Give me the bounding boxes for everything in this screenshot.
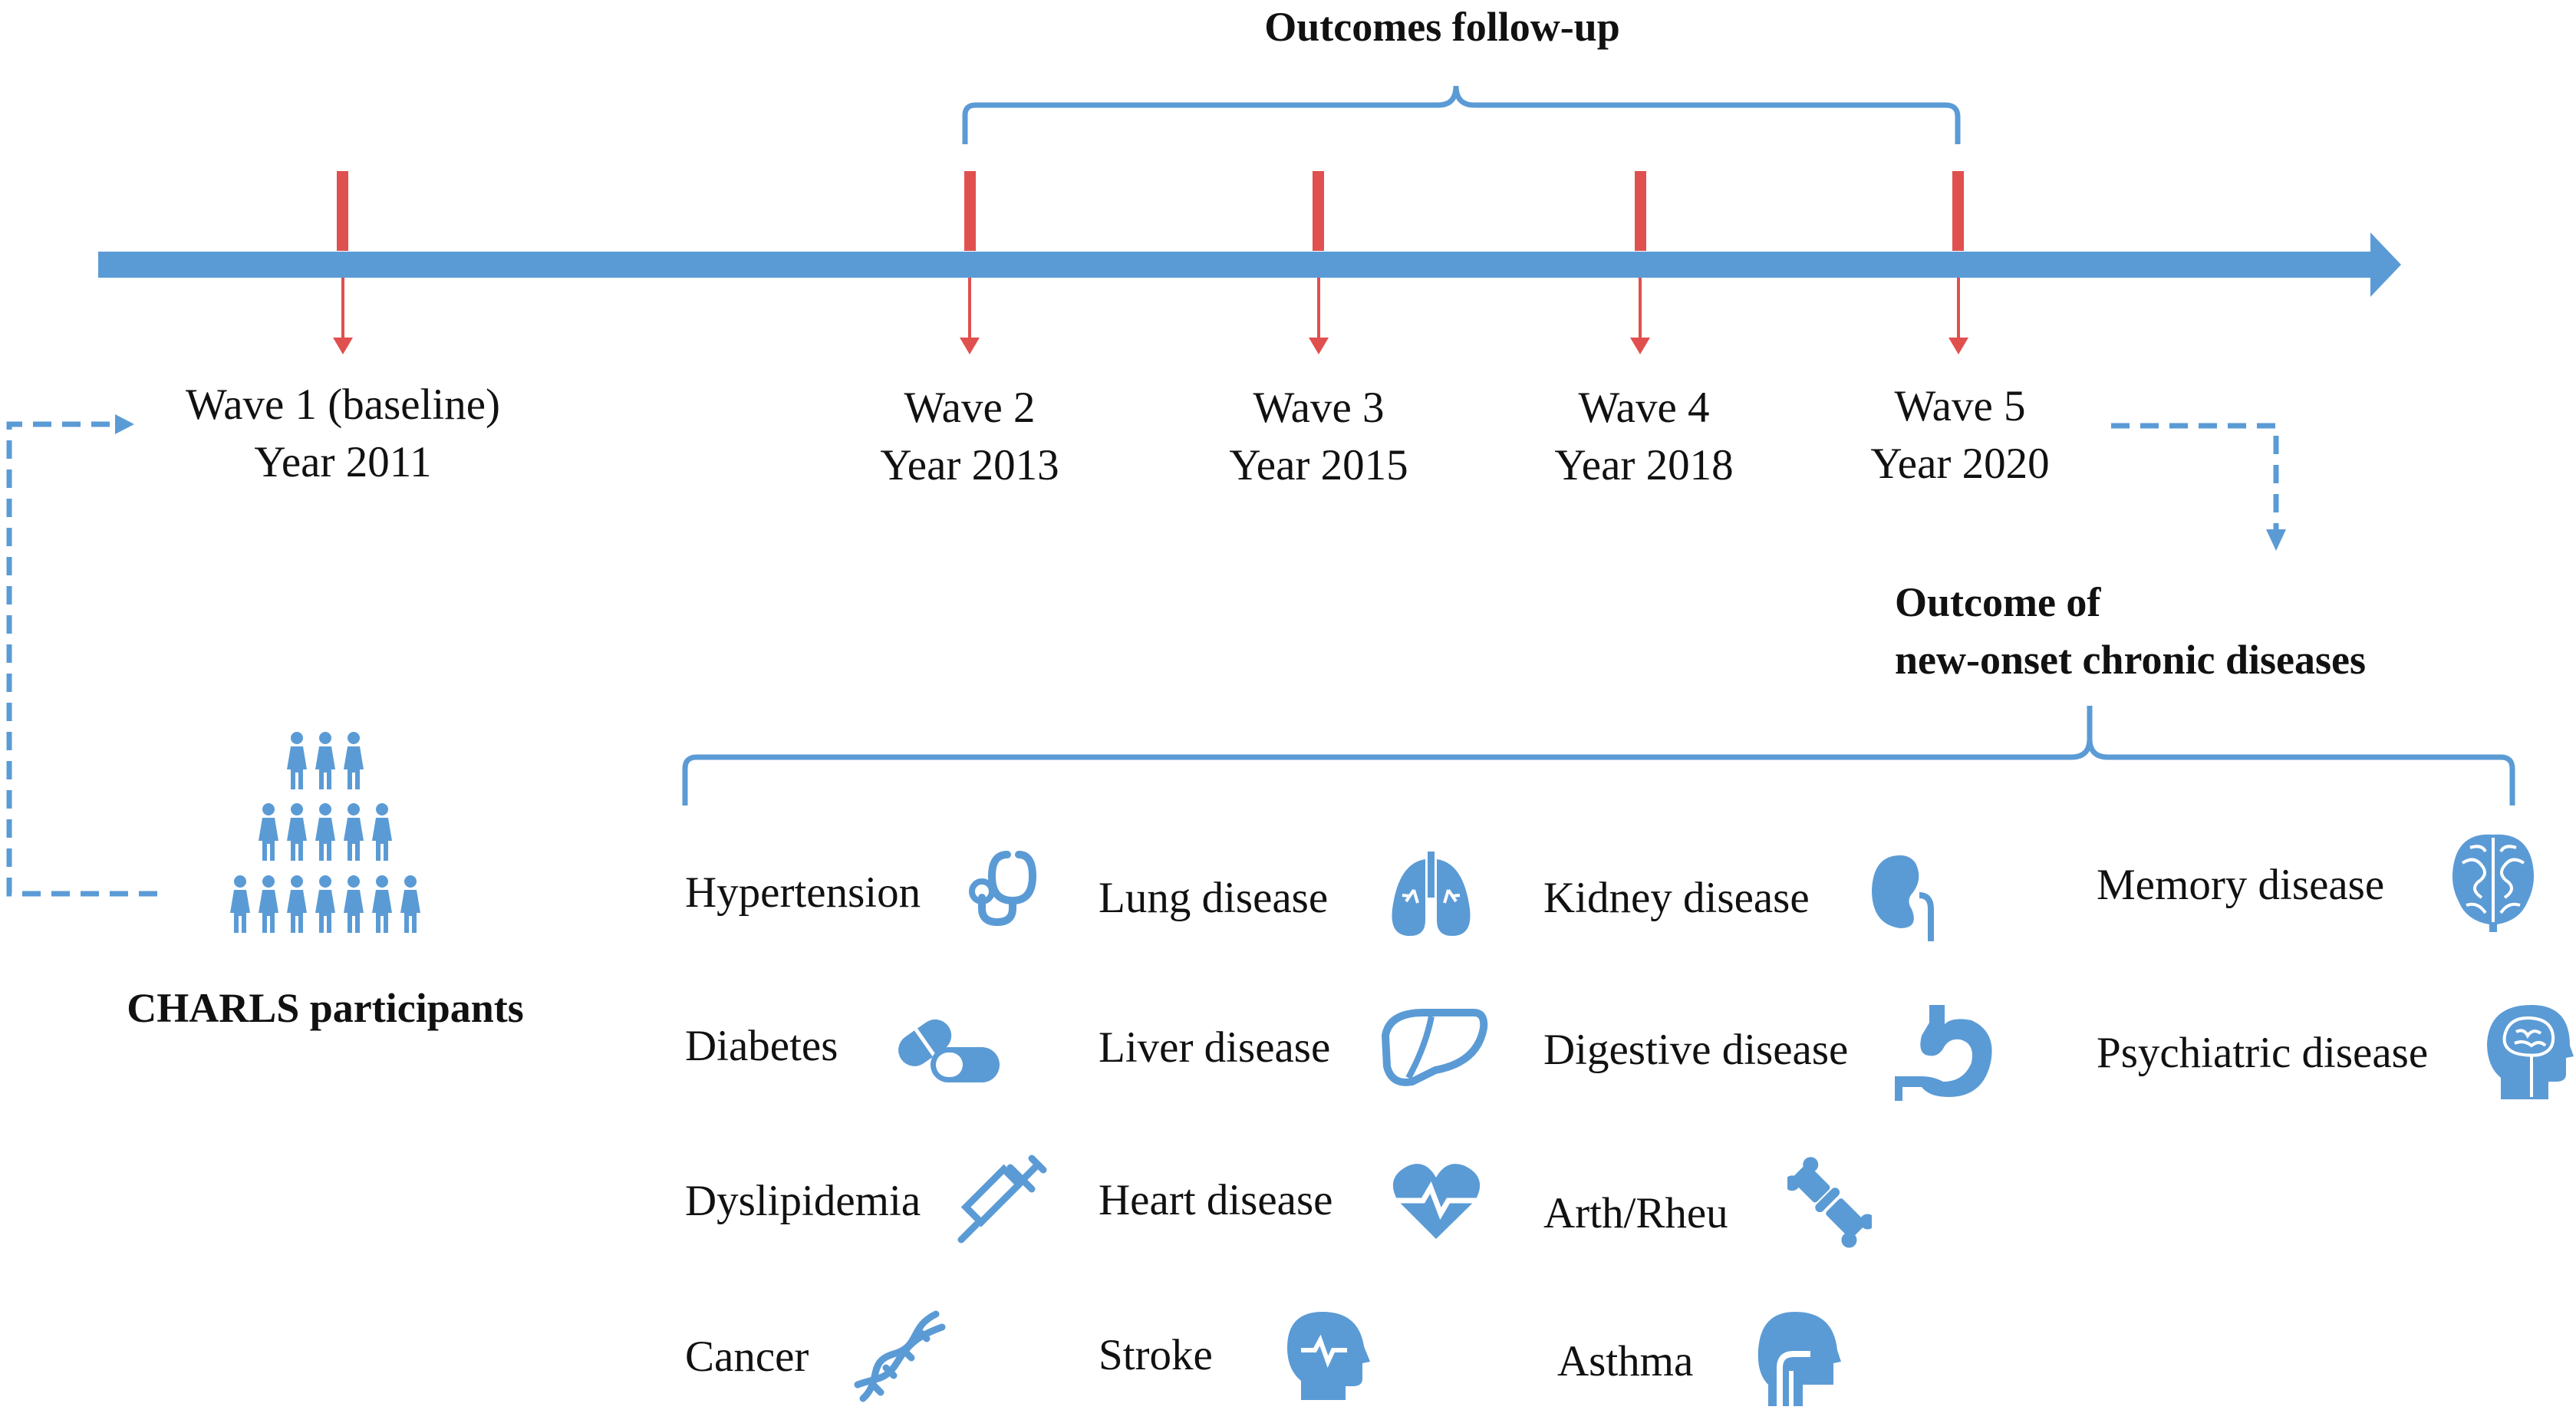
wave-marker-4 [1630, 171, 1650, 354]
disease-label-dyslipidemia: Dyslipidemia [685, 1177, 921, 1225]
wave-label-2: Wave 2 Year 2013 [880, 379, 1059, 494]
outcome-title: Outcome of new-onset chronic diseases [1895, 574, 2366, 688]
disease-label-stroke: Stroke [1099, 1331, 1213, 1379]
person-figure [372, 875, 392, 933]
timeline-bar [98, 252, 2384, 278]
pill-capsule-icon [898, 1019, 1000, 1082]
person-figure [372, 803, 392, 861]
person-figure [230, 875, 250, 933]
baseline-connector-arrowhead [115, 414, 134, 434]
disease-label-memory: Memory disease [2097, 861, 2385, 909]
dna-icon [854, 1310, 946, 1402]
wave-year: Year 2015 [1229, 441, 1408, 490]
person-figure [287, 803, 307, 861]
outcome-title-line2: new-onset chronic diseases [1895, 636, 2366, 683]
wave-name: Wave 1 (baseline) [185, 381, 501, 429]
person-figure [315, 732, 335, 789]
wave-marker-2 [960, 171, 980, 354]
wave-marker-1 [333, 171, 353, 354]
person-figure [344, 803, 364, 861]
wave-name: Wave 5 [1894, 382, 2026, 430]
person-figure [344, 875, 364, 933]
followup-bracket [962, 85, 1961, 144]
disease-label-heart: Heart disease [1099, 1176, 1333, 1224]
wave-year: Year 2018 [1554, 441, 1734, 490]
disease-label-psychiatric: Psychiatric disease [2097, 1029, 2429, 1077]
head-pulse-icon [1287, 1312, 1370, 1400]
wave-marker-5 [1948, 171, 1968, 354]
disease-label-hypertension: Hypertension [685, 868, 921, 917]
wave-name: Wave 2 [904, 384, 1036, 432]
wave-name: Wave 3 [1253, 384, 1385, 432]
stomach-icon [1895, 1005, 1992, 1101]
person-figure [315, 875, 335, 933]
disease-label-liver: Liver disease [1099, 1023, 1331, 1072]
head-brain-icon [2487, 1005, 2574, 1099]
stethoscope-icon [969, 851, 1037, 927]
disease-label-arth-rheu: Arth/Rheu [1543, 1189, 1728, 1237]
person-figure [400, 875, 420, 933]
wave-label-5: Wave 5 Year 2020 [1870, 377, 2049, 493]
wave-label-3: Wave 3 Year 2015 [1229, 379, 1408, 494]
wave-marker-3 [1309, 171, 1329, 354]
disease-label-asthma: Asthma [1557, 1337, 1694, 1385]
disease-label-kidney: Kidney disease [1543, 874, 1810, 922]
wave-year: Year 2013 [880, 441, 1059, 490]
disease-label-digestive: Digestive disease [1543, 1026, 1849, 1074]
disease-label-lung: Lung disease [1099, 874, 1329, 922]
participants-label: CHARLS participants [127, 985, 524, 1031]
outcome-title-line1: Outcome of [1895, 579, 2101, 625]
wave-year: Year 2020 [1870, 440, 2050, 489]
wave5-to-outcome-connector [2111, 423, 2279, 529]
participants-pyramid-icon [230, 732, 420, 933]
person-figure [259, 803, 278, 861]
liver-icon [1381, 1009, 1488, 1086]
person-figure [287, 875, 307, 933]
brain-icon [2452, 834, 2535, 932]
participants-to-baseline-connector [6, 421, 157, 897]
wave-year: Year 2011 [254, 438, 432, 487]
outcome-bracket [682, 706, 2515, 805]
disease-label-diabetes: Diabetes [685, 1022, 838, 1070]
bone-joint-icon [1787, 1157, 1872, 1248]
followup-title: Outcomes follow-up [1264, 4, 1620, 50]
outcome-connector-arrowhead [2266, 529, 2286, 551]
timeline-arrowhead-tip [2370, 232, 2401, 297]
lungs-icon [1392, 852, 1471, 936]
person-figure [315, 803, 335, 861]
person-figure [287, 732, 307, 789]
wave-label-1: Wave 1 (baseline) Year 2011 [186, 376, 500, 491]
syringe-icon [957, 1155, 1047, 1244]
wave-label-4: Wave 4 Year 2018 [1554, 379, 1733, 494]
disease-label-cancer: Cancer [685, 1333, 809, 1381]
wave-name: Wave 4 [1578, 384, 1710, 432]
person-figure [344, 732, 364, 789]
heart-pulse-icon [1392, 1164, 1481, 1239]
airway-icon [1757, 1312, 1841, 1406]
person-figure [259, 875, 278, 933]
kidney-icon [1872, 855, 1934, 941]
